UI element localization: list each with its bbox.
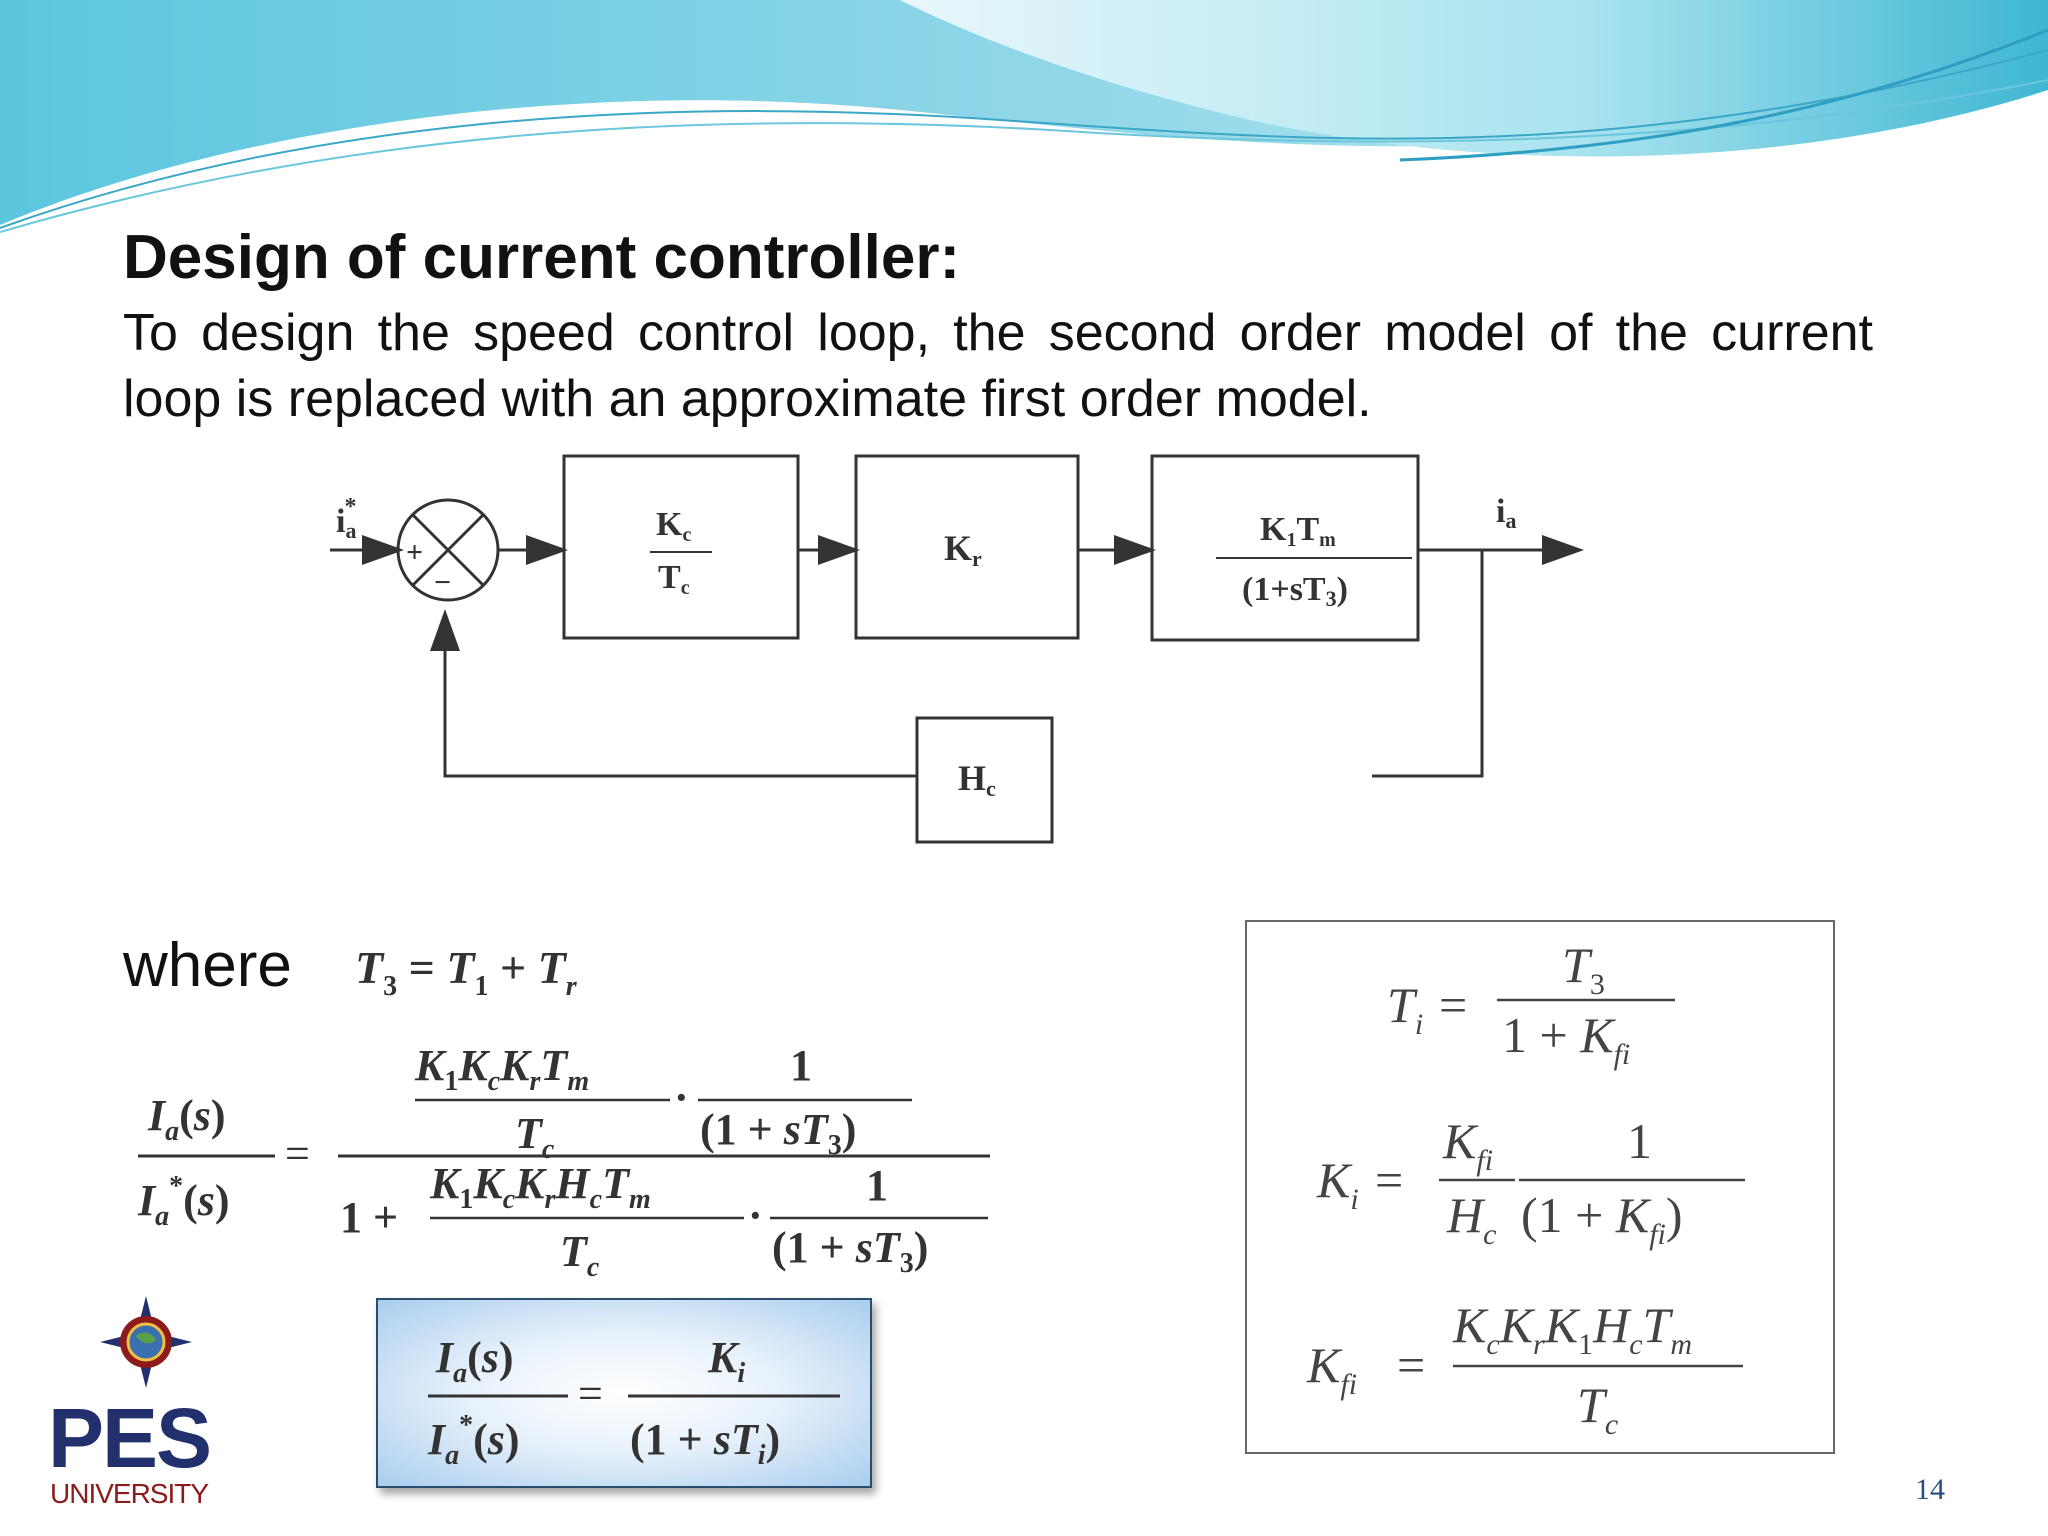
converter-block <box>854 454 1080 640</box>
motor-denominator-label: (1+sT3) <box>1242 571 1348 611</box>
header-wave-banner <box>0 0 2048 233</box>
output-signal-label: ia <box>1496 493 1516 533</box>
simplified-transfer-function: Ia(s) Ia*(s) = Ki (1 + sTi) <box>427 1333 840 1471</box>
feedback-block <box>915 716 1054 844</box>
svg-text:·: · <box>748 1191 763 1240</box>
svg-text:Tc: Tc <box>515 1109 555 1165</box>
svg-text:UNIVERSITY: UNIVERSITY <box>50 1478 209 1509</box>
svg-text:(1 + Kfi): (1 + Kfi) <box>1521 1187 1683 1251</box>
controller-time-constant-label: Tc <box>658 559 690 599</box>
svg-text:Kfi: Kfi <box>1442 1113 1493 1177</box>
svg-text:(1 + sT3): (1 + sT3) <box>700 1105 856 1161</box>
svg-text:1: 1 <box>866 1161 888 1210</box>
svg-text:Ki: Ki <box>707 1333 745 1389</box>
svg-text:T3: T3 <box>1562 937 1605 1001</box>
svg-text:(1 + sT3): (1 + sT3) <box>772 1223 928 1279</box>
svg-text:T3 = T1 + Tr: T3 = T1 + Tr <box>355 942 578 1002</box>
svg-text:1 +: 1 + <box>340 1193 398 1242</box>
svg-text:1: 1 <box>1627 1113 1652 1169</box>
svg-text:Ti: Ti <box>1387 977 1423 1041</box>
svg-text:Tc: Tc <box>560 1227 600 1280</box>
svg-text:=: = <box>1397 1337 1425 1393</box>
motor-numerator-label: K1Tm <box>1260 511 1336 551</box>
current-loop-block-diagram: ia* + − Kc Tc Kr K1Tm (1+sT3) ia Hc <box>330 454 1584 844</box>
svg-text:Kfi: Kfi <box>1306 1337 1357 1401</box>
svg-text:1 + Kfi: 1 + Kfi <box>1502 1007 1630 1071</box>
controller-block <box>562 454 800 640</box>
svg-text:PES: PES <box>48 1391 210 1485</box>
svg-text:=: = <box>578 1369 603 1418</box>
intro-paragraph: To design the speed control loop, the se… <box>123 304 1873 428</box>
feedback-gain-label: Hc <box>958 758 996 801</box>
slide-title: Design of current controller: <box>123 223 961 292</box>
motor-block <box>1150 454 1420 642</box>
svg-text:K1KcKrTm: K1KcKrTm <box>414 1041 589 1097</box>
sum-plus-sign: + <box>406 536 423 569</box>
svg-text:Ia*(s): Ia*(s) <box>427 1410 520 1471</box>
svg-text:Ia*(s): Ia*(s) <box>137 1171 230 1232</box>
svg-text:1: 1 <box>790 1041 812 1090</box>
svg-text:=: = <box>1439 977 1467 1033</box>
svg-text:ia*: ia* <box>336 494 356 543</box>
svg-text:=: = <box>285 1129 310 1178</box>
controller-gain-label: Kc <box>656 506 691 546</box>
t3-equation: T3 = T1 + Tr <box>355 942 578 1002</box>
svg-text:Tc: Tc <box>1577 1377 1618 1441</box>
gain-definitions-box: Ti = T3 1 + Kfi Ki = Kfi Hc 1 (1 + Kfi) … <box>1245 920 1835 1454</box>
svg-text:KcKrK1HcTm: KcKrK1HcTm <box>1452 1297 1692 1361</box>
page-number: 14 <box>1915 1473 1945 1506</box>
input-signal-label: i <box>336 503 345 540</box>
svg-text:Ia(s): Ia(s) <box>147 1091 226 1147</box>
simplified-transfer-function-box: Ia(s) Ia*(s) = Ki (1 + sTi) <box>376 1298 872 1488</box>
svg-text:Hc: Hc <box>1446 1187 1496 1251</box>
closed-loop-transfer-function: Ia(s) Ia*(s) = K1KcKrTm Tc · 1 (1 + sT3)… <box>137 1041 990 1280</box>
svg-text:Ia(s): Ia(s) <box>435 1333 514 1389</box>
converter-gain-label: Kr <box>944 528 982 571</box>
where-label: where <box>123 931 292 1000</box>
pes-university-logo: PES UNIVERSITY <box>48 1296 212 1509</box>
svg-text:K1KcKrHcTm: K1KcKrHcTm <box>429 1159 651 1215</box>
svg-text:(1 + sTi): (1 + sTi) <box>630 1415 780 1471</box>
svg-text:·: · <box>674 1073 689 1122</box>
gain-definitions: Ti = T3 1 + Kfi Ki = Kfi Hc 1 (1 + Kfi) … <box>1306 937 1745 1441</box>
svg-text:Ki: Ki <box>1316 1152 1359 1216</box>
sum-minus-sign: − <box>434 566 451 599</box>
svg-text:=: = <box>1375 1152 1403 1208</box>
